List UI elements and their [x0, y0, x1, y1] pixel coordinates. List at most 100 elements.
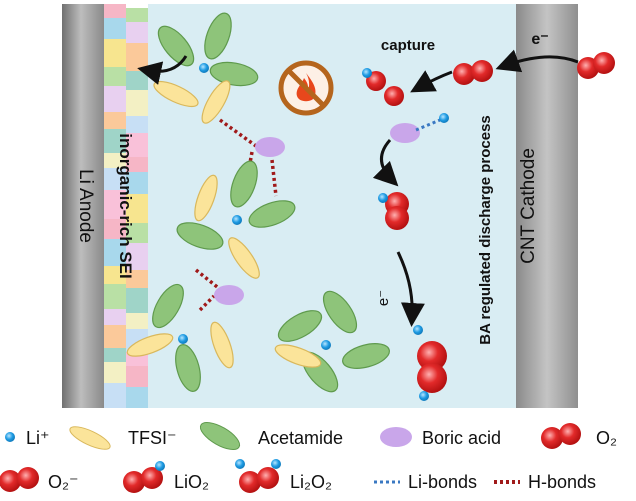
h-bond	[270, 159, 278, 197]
li-ion	[321, 340, 331, 350]
oxygen-atom	[385, 206, 409, 230]
tfsi-molecule	[194, 174, 218, 222]
boric-acid-molecule	[255, 137, 285, 157]
sei-label: inorganic-rich SEI	[116, 133, 135, 278]
li-anode-block	[62, 4, 104, 408]
tfsi-molecule	[274, 344, 322, 368]
sei-block	[126, 194, 148, 223]
acetamide-molecule	[209, 61, 259, 87]
oxygen-atom	[417, 341, 447, 371]
anode-label: Li Anode	[75, 169, 96, 243]
legend-li2o2-label: Li₂O₂	[290, 472, 332, 492]
sei-block	[104, 39, 126, 67]
legend-superoxide-icon-a	[0, 470, 21, 492]
sei-block	[104, 86, 126, 112]
legend-li2o2-li-icon-a	[235, 459, 245, 469]
legend-lio2-icon-a	[123, 471, 145, 493]
legend-h-bonds-label: H-bonds	[528, 472, 596, 492]
legend-superoxide-icon-b	[17, 467, 39, 489]
li-ion	[199, 63, 209, 73]
sei-block	[126, 157, 148, 172]
legend-li-ion-label: Li⁺	[26, 428, 50, 448]
boric-acid-molecule	[214, 285, 244, 305]
li-ion	[362, 68, 372, 78]
acetamide-molecule	[176, 222, 224, 250]
legend-li-ion-icon	[5, 432, 15, 442]
acetamide-molecule	[175, 344, 201, 392]
sei-block	[126, 116, 148, 133]
legend-li2o2-li-icon-b	[271, 459, 281, 469]
sei-block	[126, 288, 148, 313]
cathode-label: CNT Cathode	[518, 148, 539, 264]
legend-lio2-li-icon	[155, 461, 165, 471]
molecule-layer	[126, 12, 615, 401]
li-ion	[419, 391, 429, 401]
oxygen-atom	[417, 363, 447, 393]
legend-superoxide-label: O₂⁻	[48, 472, 79, 492]
sei-block	[104, 325, 126, 348]
h-bond	[218, 118, 258, 148]
acetamide-molecule	[204, 12, 232, 60]
oxygen-atom	[593, 52, 615, 74]
tfsi-molecule	[126, 333, 174, 357]
capture-label: capture	[381, 37, 435, 54]
sei-block	[104, 383, 126, 408]
sei-block	[104, 362, 126, 383]
li-ion	[413, 325, 423, 335]
legend-lio2-icon-b	[141, 467, 163, 489]
legend-tfsi-icon	[69, 426, 111, 450]
sei-block	[126, 8, 148, 22]
boric-acid-molecule	[390, 123, 420, 143]
sei-layer	[104, 4, 148, 408]
sei-block	[126, 243, 148, 270]
sei-block	[126, 43, 148, 71]
sei-block	[126, 172, 148, 194]
acetamide-molecule	[230, 160, 258, 208]
sei-block	[104, 190, 126, 219]
capture-arrow	[410, 70, 453, 93]
acetamide-molecule	[152, 283, 184, 329]
legend-li2o2-icon-a	[239, 471, 261, 493]
sei-block	[104, 67, 126, 86]
acetamide-molecule	[277, 310, 323, 342]
legend-li2o2-icon-b	[257, 467, 279, 489]
li-migration-arrow	[137, 55, 188, 85]
legend: Li⁺ TFSI⁻ Acetamide Boric acid O₂ O₂⁻ Li…	[0, 422, 617, 493]
electron-label-top: e⁻	[531, 31, 548, 48]
electron-label-mid: e⁻	[375, 290, 392, 306]
discharge-arrow-1	[372, 138, 399, 187]
legend-o2-icon-a	[541, 427, 563, 449]
acetamide-molecule	[342, 343, 390, 369]
process-label: BA regulated discharge process	[477, 115, 494, 345]
sei-block	[104, 348, 126, 362]
acetamide-molecule	[248, 200, 296, 228]
tfsi-molecule	[228, 237, 260, 279]
discharge-arrow-2	[396, 251, 425, 327]
sei-block	[126, 366, 148, 387]
sei-block	[104, 309, 126, 325]
sei-block	[126, 270, 148, 288]
sei-block	[104, 239, 126, 266]
li-bond	[415, 118, 441, 132]
li-ion	[378, 193, 388, 203]
sei-block	[104, 284, 126, 309]
legend-o2-icon-b	[559, 423, 581, 445]
sei-block	[104, 168, 126, 190]
legend-tfsi-label: TFSI⁻	[128, 428, 177, 448]
sei-block	[126, 313, 148, 329]
li-ion	[232, 215, 242, 225]
sei-block	[126, 223, 148, 243]
sei-block	[104, 18, 126, 39]
tfsi-molecule	[201, 80, 231, 124]
legend-acetamide-icon	[199, 422, 241, 450]
legend-boric-acid-label: Boric acid	[422, 428, 501, 448]
sei-block	[104, 219, 126, 239]
oxygen-atom	[471, 60, 493, 82]
sei-block	[104, 153, 126, 168]
cnt-cathode-block	[516, 4, 578, 408]
legend-lio2-label: LiO₂	[174, 472, 209, 492]
sei-block	[126, 133, 148, 157]
li-ion	[178, 334, 188, 344]
